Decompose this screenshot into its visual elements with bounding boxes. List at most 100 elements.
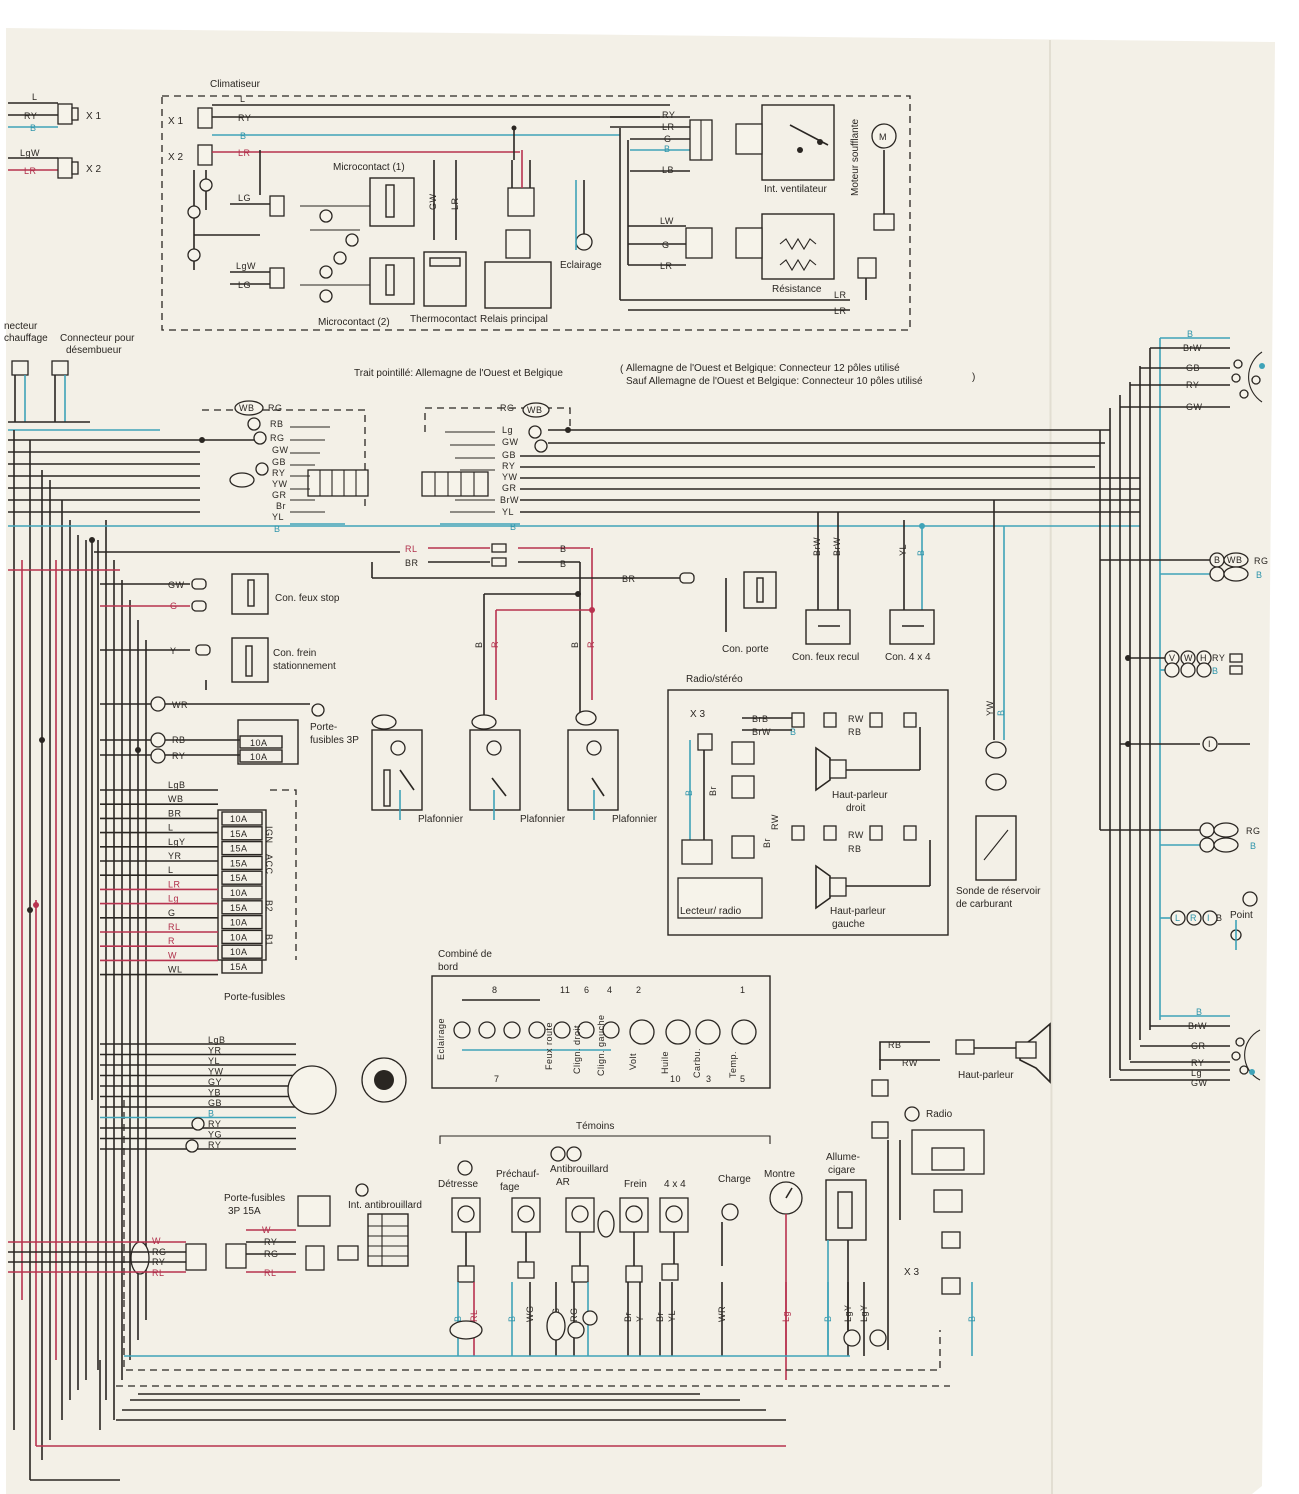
svg-text:Haut-parleur: Haut-parleur [830,906,886,917]
svg-text:fusibles 3P: fusibles 3P [310,735,359,746]
svg-text:Trait pointillé: Allemagne de: Trait pointillé: Allemagne de l'Ouest et… [354,368,563,379]
svg-text:8: 8 [492,985,498,995]
svg-text:RB: RB [270,419,284,429]
svg-text:GW: GW [168,580,185,590]
svg-text:H: H [1200,653,1207,663]
int-ventilateur-label: Int. ventilateur [764,184,827,195]
svg-text:LG: LG [238,280,251,290]
svg-text:M: M [879,132,887,142]
svg-text:RY: RY [1191,1058,1204,1068]
cluster-wire-code: GY [208,1077,222,1087]
svg-text:YL: YL [898,544,908,556]
svg-text:I: I [1208,739,1211,749]
svg-text:Préchauf-: Préchauf- [496,1169,539,1180]
fuse-wire-code: LR [168,879,181,889]
svg-text:RG: RG [1254,556,1269,566]
indicator-wire-code: RL [469,1309,479,1322]
svg-text:BrW: BrW [752,727,771,737]
svg-text:LR: LR [238,148,251,158]
fuse-rating: 10A [230,932,248,942]
paper-fold [1049,39,1053,1494]
svg-text:10A: 10A [250,738,268,748]
svg-text:BrW: BrW [500,495,519,505]
svg-text:RL: RL [264,1268,277,1278]
bottom-ground-bundle [30,1300,950,1481]
svg-text:YL: YL [272,512,284,522]
svg-text:I: I [1207,913,1210,923]
svg-text:necteur: necteur [4,321,38,332]
svg-text:WB: WB [239,403,255,413]
fuse-cell [221,914,263,930]
fog-switch-area: Porte-fusibles 3P 15A Int. antibrouillar… [8,1183,422,1278]
svg-text:RL: RL [405,544,418,554]
main-horizontal-harness [8,439,1140,571]
svg-text:RY: RY [662,110,675,120]
x2-wire-lr: LR [24,166,37,176]
svg-text:RB: RB [888,1040,902,1050]
svg-text:Plafonnier: Plafonnier [418,814,464,825]
svg-text:BrW: BrW [1188,1021,1207,1031]
svg-text:GR: GR [1191,1041,1206,1051]
svg-text:LW: LW [660,216,674,226]
svg-text:LgW: LgW [236,261,256,271]
fuse-rating: 15A [230,858,248,868]
cluster-wire-code: YR [208,1046,222,1056]
svg-text:LR: LR [834,306,847,316]
svg-text:RG: RG [270,433,285,443]
svg-text:bord: bord [438,962,458,973]
svg-text:B1: B1 [264,934,274,946]
svg-text:Int. antibrouillard: Int. antibrouillard [348,1200,422,1211]
svg-text:Haut-parleur: Haut-parleur [832,790,888,801]
indicator-wire-code: Y [635,1315,645,1322]
svg-text:BR: BR [405,558,419,568]
svg-text:Clign. gauche: Clign. gauche [596,1014,606,1076]
fuse-wire-code: LgB [168,780,186,790]
svg-text:LR: LR [834,290,847,300]
svg-text:BrW: BrW [832,537,842,556]
svg-text:B: B [560,559,567,569]
svg-text:Plafonnier: Plafonnier [520,814,566,825]
indicator-wire-code: B [967,1315,977,1322]
svg-text:B: B [1187,329,1194,339]
fuse-wire-code: RL [168,922,181,932]
svg-text:LB: LB [662,165,674,175]
x2-wire-lgw: LgW [20,148,40,158]
fuse-rating: 15A [230,873,248,883]
svg-text:RG: RG [500,403,515,413]
fuse-cell [221,840,263,856]
svg-text:WB: WB [527,405,543,415]
right-plug-codes: B BrW GB RY GW [1183,329,1202,412]
svg-text:Connecteur pour: Connecteur pour [60,333,135,344]
x2-label: X 2 [86,164,101,175]
svg-text:RY: RY [502,461,515,471]
svg-text:B: B [1196,1007,1203,1017]
svg-text:RW: RW [902,1058,918,1068]
fuse-wire-code: W [168,950,177,960]
svg-text:10: 10 [670,1074,681,1084]
indicator-wire-code: YL [667,1310,677,1322]
svg-text:RY: RY [152,1257,165,1267]
svg-text:RY: RY [238,113,251,123]
cluster-wire-code: YL [208,1056,220,1066]
connector-12p-center: RG Lg GW GB RY YW GR BrW YL B WB [421,402,1140,532]
svg-text:GR: GR [502,483,517,493]
svg-text:10A: 10A [250,752,268,762]
svg-text:Allume-: Allume- [826,1152,860,1163]
microcontact2-label: Microcontact (2) [318,317,390,328]
cluster-wire-code: GB [208,1098,222,1108]
svg-text:B: B [474,641,484,648]
fuse-cell [221,870,263,885]
indicator-wire-code: RG [569,1308,579,1323]
svg-text:B: B [1214,555,1221,565]
fuse-rating: 15A [230,962,248,972]
svg-text:RW: RW [848,830,864,840]
svg-text:RG: RG [152,1247,167,1257]
svg-text:W: W [262,1225,271,1235]
svg-text:1: 1 [740,985,746,995]
svg-text:Plafonnier: Plafonnier [612,814,658,825]
climatiseur-title: Climatiseur [210,79,261,90]
climatiseur-section: Climatiseur X 1 X 2 L RY B LR LG LgW LG … [161,79,911,331]
x1-label: X 1 [86,111,101,122]
svg-text:Con. feux recul: Con. feux recul [792,652,859,663]
